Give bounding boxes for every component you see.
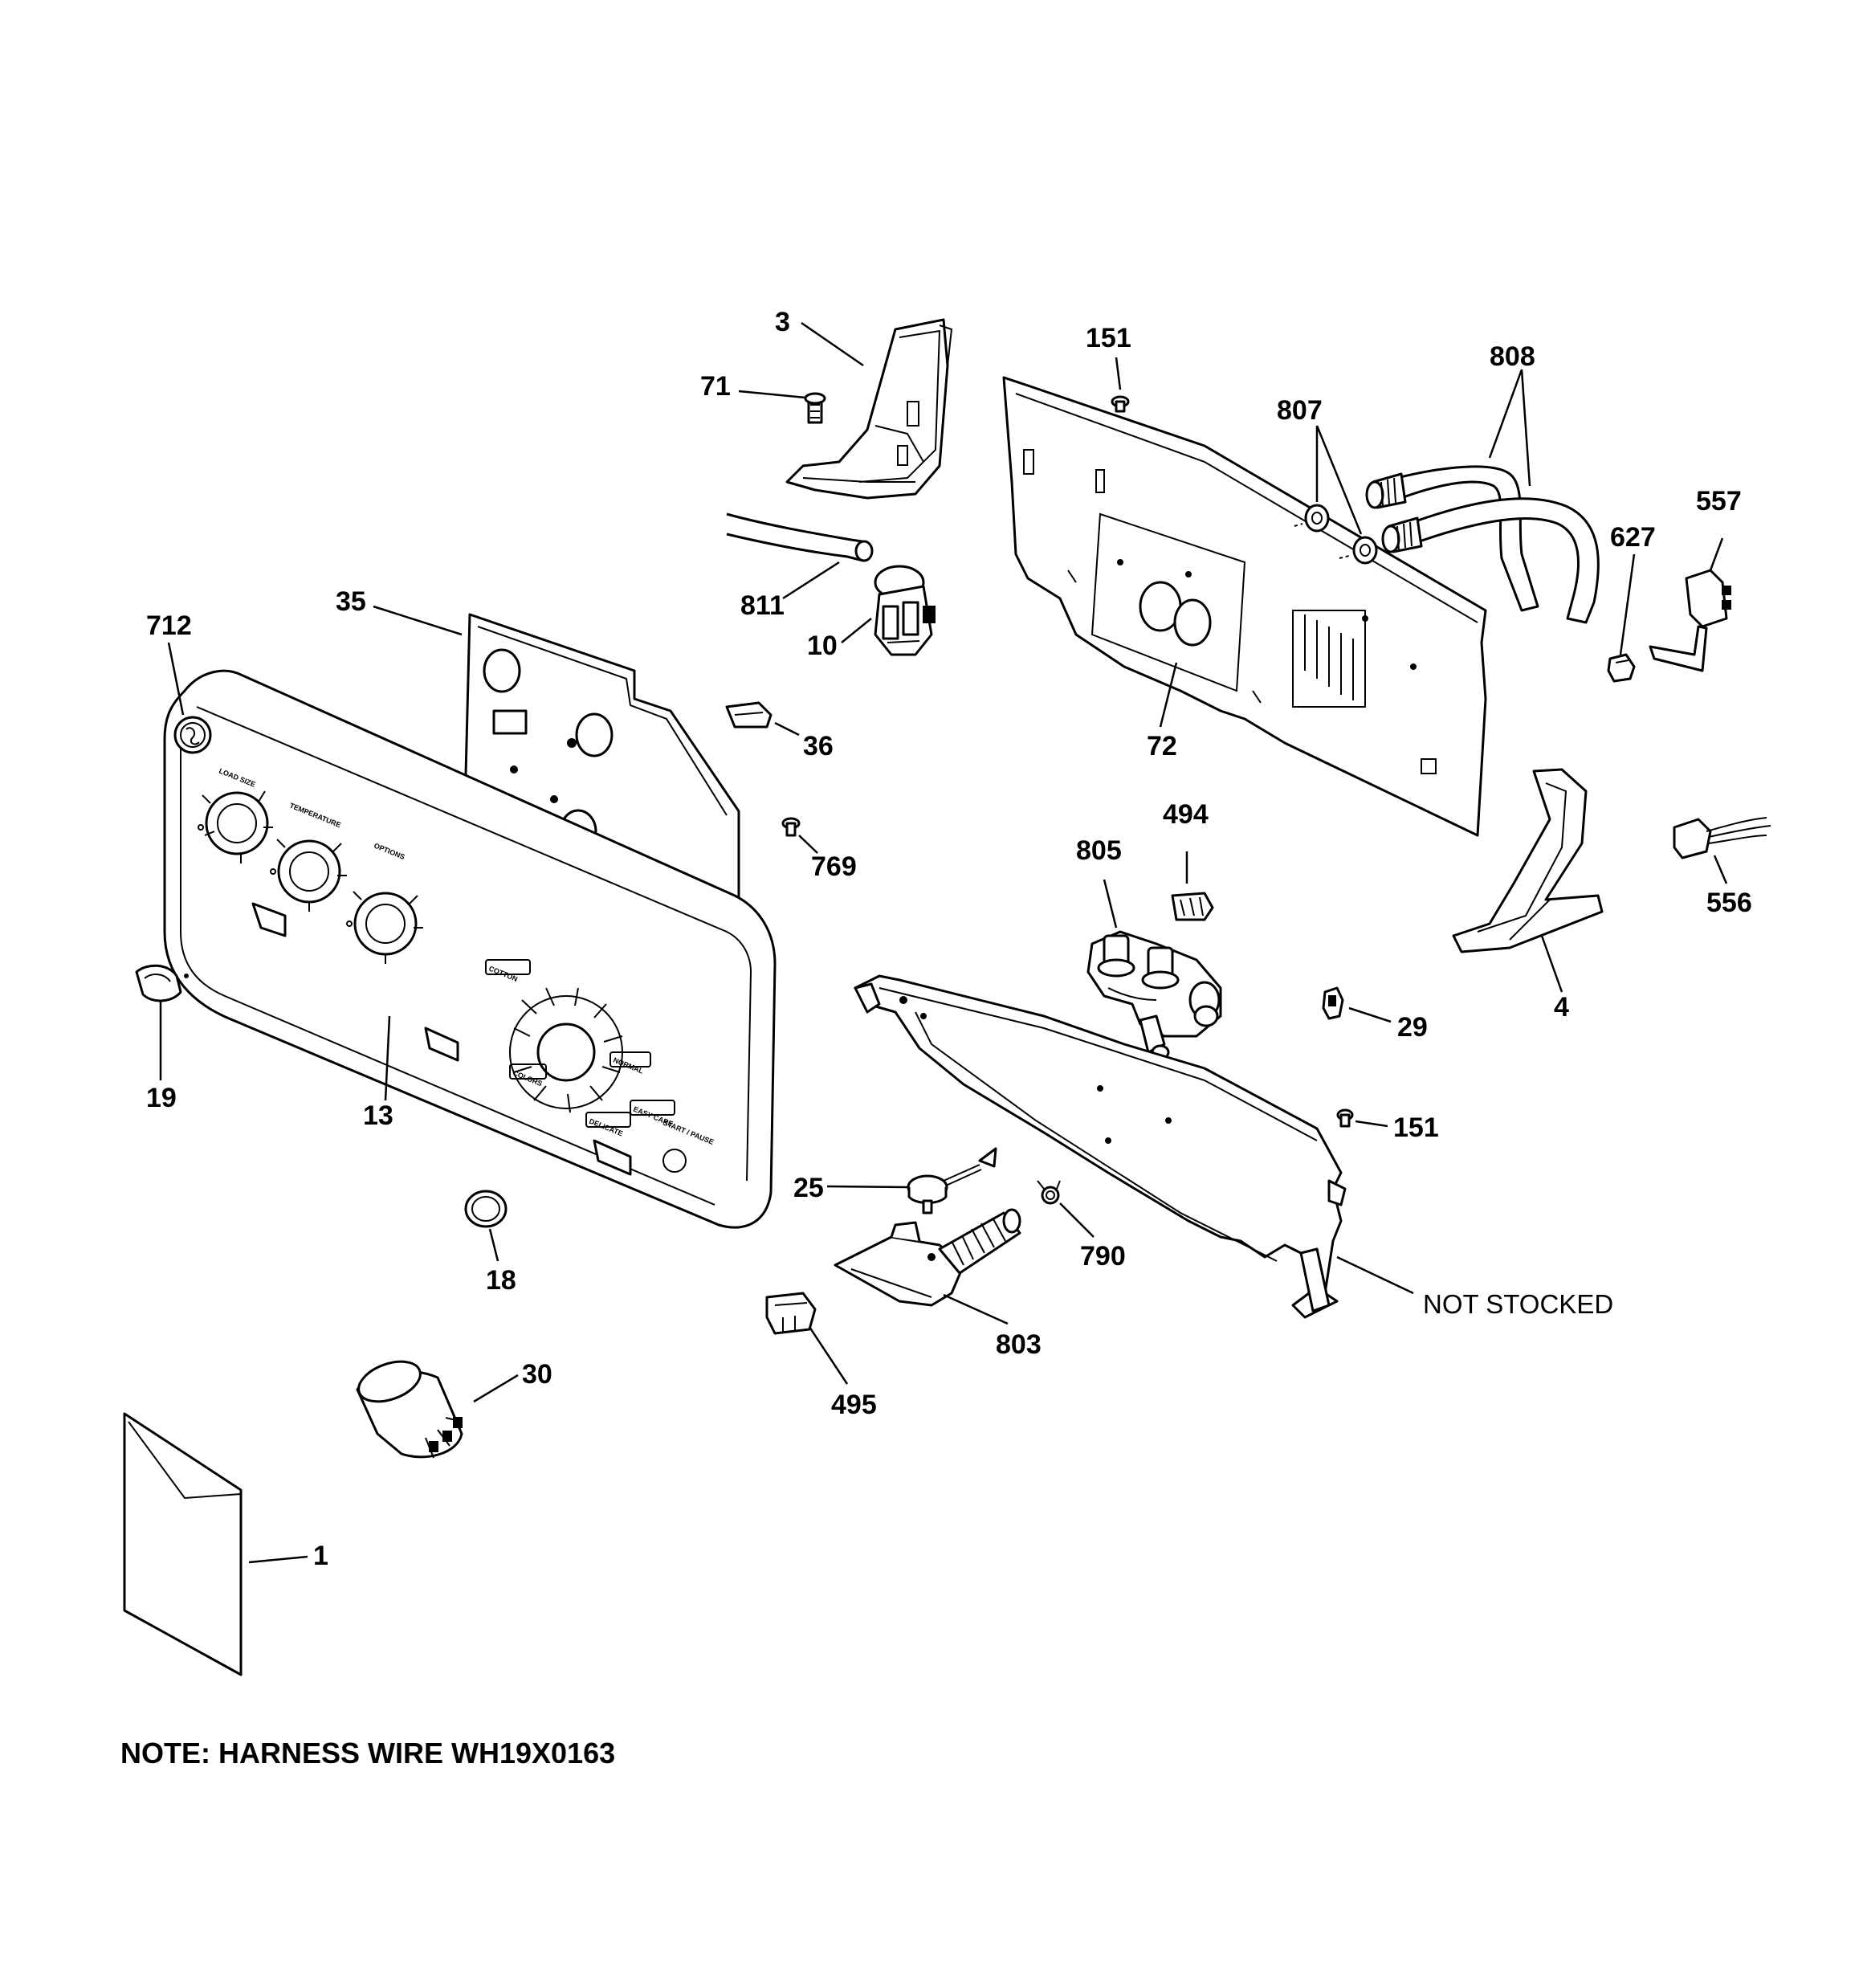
part-556-connector[interactable] xyxy=(1673,817,1771,859)
harness-wire-note: NOTE: HARNESS WIRE WH19X0163 xyxy=(120,1737,615,1770)
load-size-knob-recess[interactable] xyxy=(202,790,273,863)
part-30-capacitor[interactable] xyxy=(353,1354,463,1459)
leader-lines xyxy=(159,321,1728,1564)
part-3-end-bracket[interactable] xyxy=(785,318,953,500)
part-627-clip[interactable] xyxy=(1607,653,1636,683)
part-71-screw[interactable] xyxy=(804,392,826,424)
part-494-connector[interactable] xyxy=(1171,892,1214,921)
callout-495: 495 xyxy=(831,1390,877,1420)
callout-35: 35 xyxy=(336,586,366,617)
callout-808: 808 xyxy=(1490,341,1535,372)
callout-712: 712 xyxy=(146,610,192,641)
callout-627: 627 xyxy=(1610,522,1656,553)
callout-556: 556 xyxy=(1706,888,1752,918)
callout-769: 769 xyxy=(811,851,857,882)
callout-151-lower: 151 xyxy=(1393,1112,1439,1143)
callout-807: 807 xyxy=(1277,395,1323,426)
part-19-knob[interactable] xyxy=(135,964,189,1002)
part-10-pressure-switch[interactable] xyxy=(874,565,936,656)
callout-30: 30 xyxy=(522,1359,552,1390)
callout-790: 790 xyxy=(1080,1241,1126,1272)
not-stocked-label: NOT STOCKED xyxy=(1423,1289,1613,1319)
callout-3: 3 xyxy=(775,307,790,337)
options-knob-recess[interactable] xyxy=(353,891,423,964)
part-not-stocked-bracket xyxy=(854,974,1347,1319)
part-790-hose-clamp[interactable] xyxy=(1037,1180,1061,1205)
part-769-screw[interactable] xyxy=(781,817,801,837)
callout-13: 13 xyxy=(363,1100,393,1131)
callout-557: 557 xyxy=(1696,486,1742,516)
part-1-literature-envelope[interactable] xyxy=(123,1412,243,1676)
part-151-screw-lower[interactable] xyxy=(1336,1108,1354,1128)
part-805-water-valve[interactable] xyxy=(1086,930,1222,1060)
callout-494: 494 xyxy=(1163,799,1209,830)
part-4-end-bracket[interactable] xyxy=(1452,768,1604,953)
callout-72: 72 xyxy=(1147,731,1177,761)
part-36-connector[interactable] xyxy=(725,701,773,729)
part-72-backsplash[interactable] xyxy=(1002,376,1487,837)
part-18-ring[interactable] xyxy=(464,1190,508,1228)
temperature-knob-recess[interactable] xyxy=(276,839,347,912)
part-13-control-panel[interactable]: LOAD SIZE TEMPERATURE OPTIONS START / PA… xyxy=(163,669,777,1229)
callout-25: 25 xyxy=(793,1173,824,1203)
part-803-pressure-dome[interactable] xyxy=(834,1208,1021,1307)
callout-29: 29 xyxy=(1397,1012,1428,1043)
callout-71: 71 xyxy=(700,371,731,402)
callout-1: 1 xyxy=(313,1541,328,1571)
callout-811: 811 xyxy=(740,590,785,621)
part-25-thermistor[interactable] xyxy=(907,1147,997,1214)
callout-4: 4 xyxy=(1554,992,1569,1023)
part-495-connector[interactable] xyxy=(765,1292,817,1335)
part-808-fill-hoses[interactable] xyxy=(1365,465,1600,624)
callout-10: 10 xyxy=(807,631,838,661)
part-807-washers[interactable] xyxy=(1294,504,1378,565)
ge-logo-icon xyxy=(173,716,212,754)
part-811-hose[interactable] xyxy=(726,512,874,562)
callout-labels: 3 71 151 807 808 557 627 811 10 35 712 3… xyxy=(146,307,1752,1571)
part-29-clip[interactable] xyxy=(1322,986,1344,1020)
callout-151-top: 151 xyxy=(1086,323,1131,353)
callout-805: 805 xyxy=(1076,835,1122,866)
callout-18: 18 xyxy=(486,1265,516,1296)
part-557-harness-connector[interactable] xyxy=(1649,569,1731,672)
callout-19: 19 xyxy=(146,1083,177,1113)
callout-36: 36 xyxy=(803,731,834,761)
callout-803: 803 xyxy=(996,1329,1042,1360)
part-151-screw-top[interactable] xyxy=(1111,395,1130,413)
